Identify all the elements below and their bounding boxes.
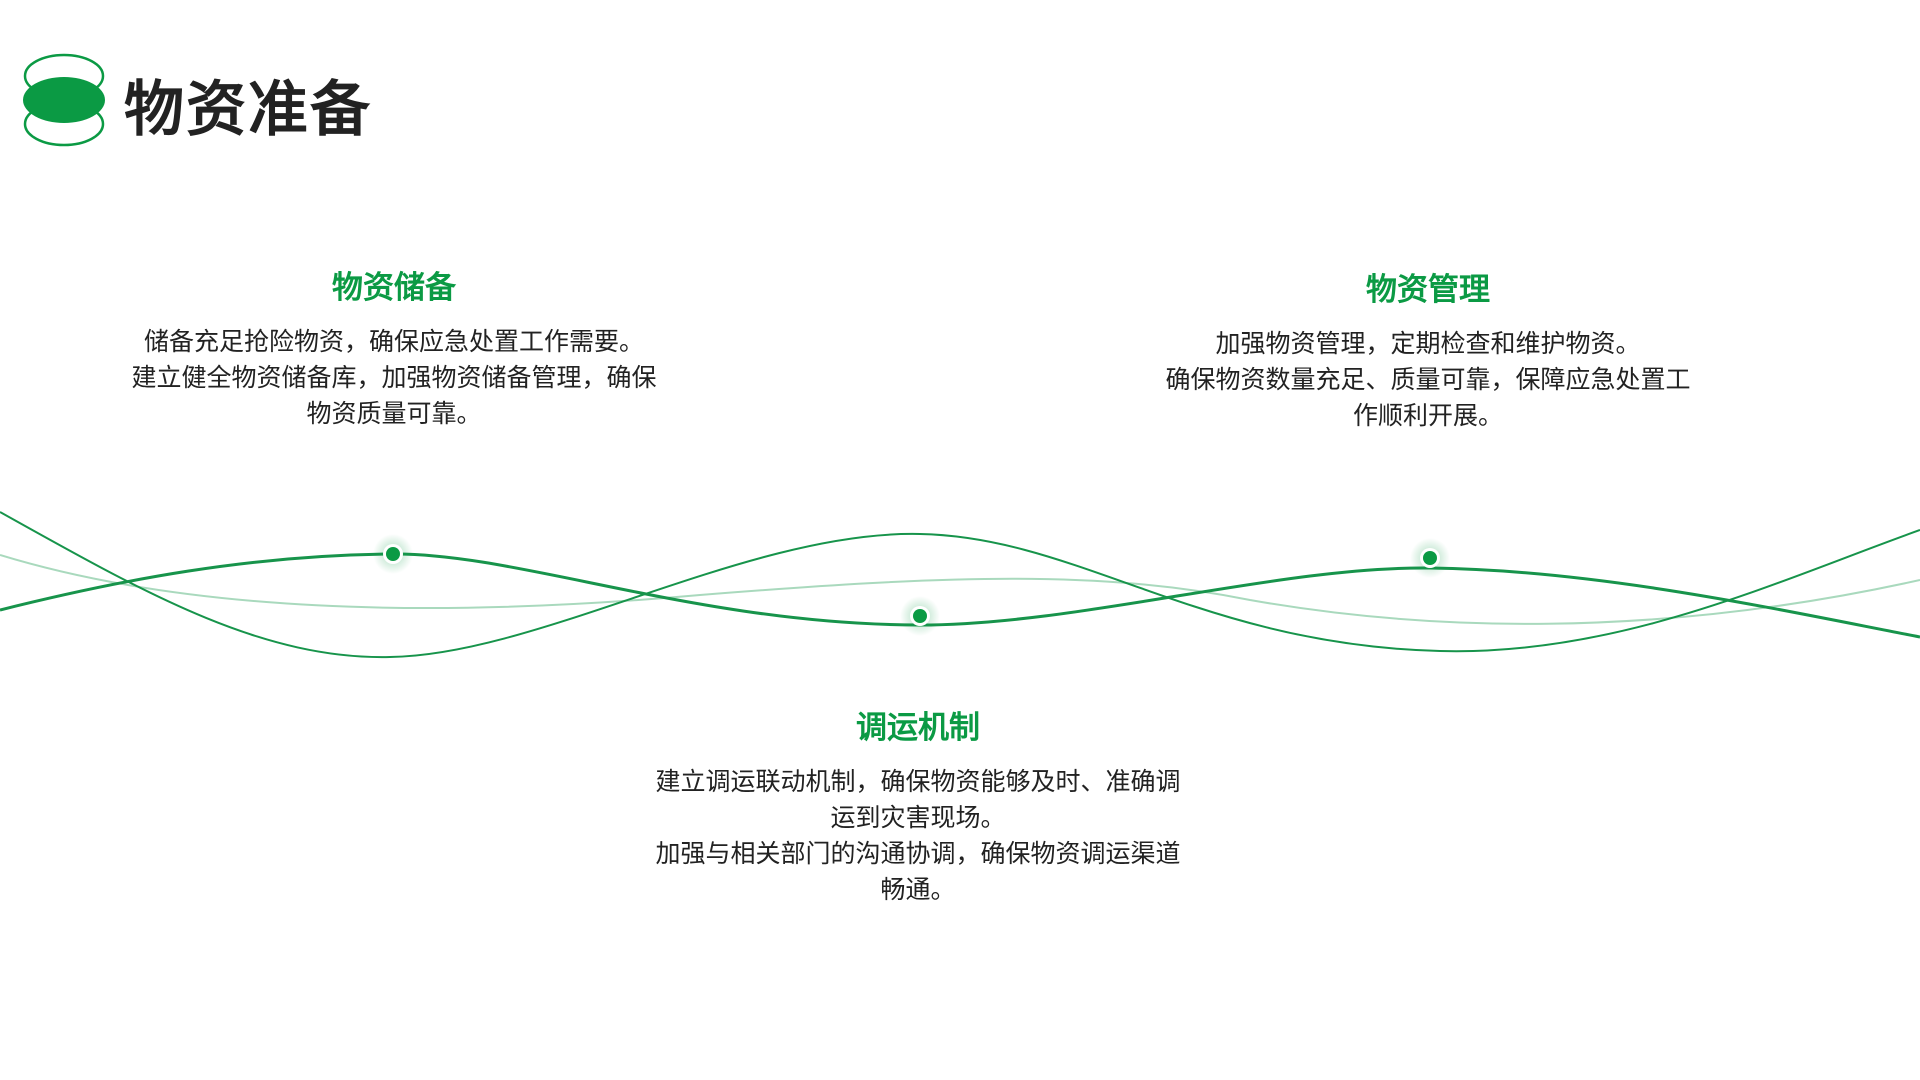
card-title: 调运机制 <box>856 710 980 746</box>
wave-light <box>0 554 1920 625</box>
wave-main <box>0 552 1920 639</box>
card-text-line: 畅通。 <box>880 875 956 904</box>
stacked-ovals-icon <box>23 53 105 147</box>
card-text-line: 建立健全物资储备库，加强物资储备管理，确保 <box>131 363 657 392</box>
card-title: 物资储备 <box>332 270 456 306</box>
card-text-line: 储备充足抢险物资，确保应急处置工作需要。 <box>143 327 644 356</box>
timeline-node-3 <box>1410 538 1450 578</box>
card-text-line: 运到灾害现场。 <box>830 803 1006 832</box>
page-title: 物资准备 <box>124 75 372 145</box>
card-dispatch-mechanism: 调运机制 建立调运联动机制，确保物资能够及时、准确调 运到灾害现场。 加强与相关… <box>608 706 1228 908</box>
card-text-line: 加强与相关部门的沟通协调，确保物资调运渠道 <box>655 839 1181 868</box>
card-material-reserve: 物资储备 储备充足抢险物资，确保应急处置工作需要。 建立健全物资储备库，加强物资… <box>84 266 704 432</box>
timeline-node-1 <box>373 534 413 574</box>
card-text-line: 建立调运联动机制，确保物资能够及时、准确调 <box>655 767 1181 796</box>
card-material-management: 物资管理 加强物资管理，定期检查和维护物资。 确保物资数量充足、质量可靠，保障应… <box>1118 268 1738 434</box>
card-text-line: 确保物资数量充足、质量可靠，保障应急处置工 <box>1165 365 1691 394</box>
card-title: 物资管理 <box>1366 272 1490 308</box>
card-text-line: 加强物资管理，定期检查和维护物资。 <box>1215 329 1641 358</box>
card-text-line: 物资质量可靠。 <box>306 399 482 428</box>
wave-thin <box>0 511 1920 659</box>
card-text-line: 作顺利开展。 <box>1352 401 1503 430</box>
logo-middle-oval <box>23 77 105 123</box>
timeline-node-2 <box>900 596 940 636</box>
